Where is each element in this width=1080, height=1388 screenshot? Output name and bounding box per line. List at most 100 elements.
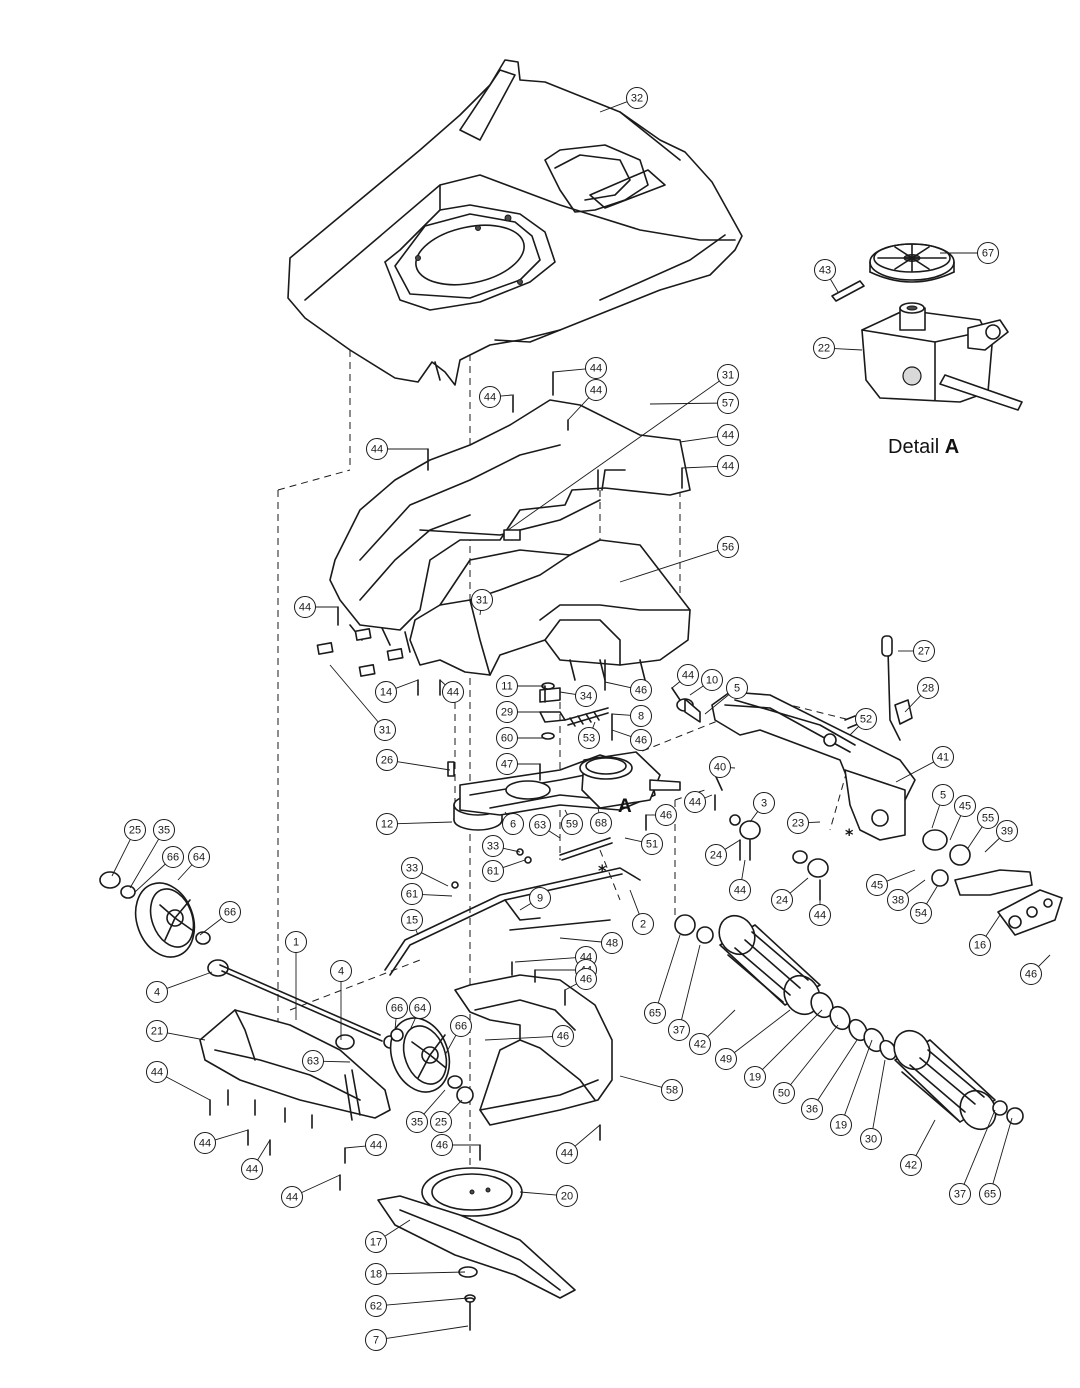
part-number: 25 xyxy=(129,825,141,837)
callout-leader xyxy=(444,1034,457,1056)
part-callout-44: 44 xyxy=(585,379,607,401)
callout-leader xyxy=(629,889,640,915)
part-callout-38: 38 xyxy=(887,889,909,911)
part-callout-54: 54 xyxy=(910,902,932,924)
part-callout-46: 46 xyxy=(630,679,652,701)
part-number: 46 xyxy=(557,1031,569,1043)
callout-leader xyxy=(111,839,131,877)
callout-leader xyxy=(985,914,1001,937)
callout-leader xyxy=(611,729,632,738)
part-callout-55: 55 xyxy=(977,807,999,829)
callout-leader xyxy=(872,1059,886,1129)
callout-leader xyxy=(409,1017,417,1031)
part-number: 23 xyxy=(792,818,804,830)
part-callout-44: 44 xyxy=(729,879,751,901)
callout-leader xyxy=(931,804,941,829)
callout-leader xyxy=(681,944,701,1020)
callout-leader xyxy=(707,1009,736,1038)
part-number: 49 xyxy=(720,1054,732,1066)
fasteners xyxy=(209,371,821,1191)
part-callout-42: 42 xyxy=(900,1154,922,1176)
callout-leader xyxy=(384,1219,411,1237)
part-callout-44: 44 xyxy=(684,791,706,813)
part-number: 44 xyxy=(286,1192,298,1204)
part-number: 54 xyxy=(915,908,927,920)
part-callout-26: 26 xyxy=(376,749,398,771)
callout-leader xyxy=(421,872,449,887)
callout-leader xyxy=(329,664,379,723)
part-callout-3: 3 xyxy=(753,792,775,814)
part-number: 64 xyxy=(193,852,205,864)
part-number: 12 xyxy=(381,819,393,831)
chute-shroud xyxy=(316,399,691,677)
part-number: 27 xyxy=(918,646,930,658)
callout-leader xyxy=(741,859,746,880)
callout-leader xyxy=(386,1271,466,1275)
part-number: 46 xyxy=(1025,969,1037,981)
part-number: 39 xyxy=(1001,826,1013,838)
callout-leader xyxy=(657,934,681,1004)
part-number: 66 xyxy=(167,852,179,864)
part-callout-41: 41 xyxy=(932,746,954,768)
callout-leader xyxy=(624,837,642,843)
callout-leader xyxy=(984,837,1000,853)
part-number: 56 xyxy=(722,542,734,554)
top-cover xyxy=(287,59,743,386)
callout-leader xyxy=(963,1109,996,1185)
height-linkage xyxy=(384,837,641,976)
part-callout-40: 40 xyxy=(709,756,731,778)
callout-leader xyxy=(134,863,166,893)
part-number: 66 xyxy=(391,1003,403,1015)
part-number: 6 xyxy=(510,819,516,831)
part-number: 20 xyxy=(561,1191,573,1203)
part-callout-53: 53 xyxy=(578,727,600,749)
part-number: 44 xyxy=(734,885,746,897)
callout-leader xyxy=(423,1089,446,1115)
part-number: 43 xyxy=(819,265,831,277)
callout-leader xyxy=(992,1117,1013,1185)
callout-leader xyxy=(704,794,713,799)
part-number: 44 xyxy=(689,797,701,809)
callout-leader xyxy=(734,1009,791,1053)
part-number: 60 xyxy=(501,733,513,745)
part-number: 48 xyxy=(606,938,618,950)
detail-label: Detail xyxy=(888,436,940,458)
part-number: 37 xyxy=(673,1025,685,1037)
callout-leader xyxy=(323,1060,351,1063)
part-number: 31 xyxy=(379,725,391,737)
part-callout-49: 49 xyxy=(715,1048,737,1070)
part-number: 19 xyxy=(835,1120,847,1132)
part-number: 46 xyxy=(436,1140,448,1152)
part-number: 26 xyxy=(381,755,393,767)
part-number: 9 xyxy=(537,893,543,905)
gearbox-marker: A xyxy=(618,796,632,817)
asterisk-marker-right: * xyxy=(845,825,854,844)
part-callout-29: 29 xyxy=(496,701,518,723)
part-number: 29 xyxy=(501,707,513,719)
part-number: 44 xyxy=(246,1164,258,1176)
callout-leader xyxy=(447,1099,463,1115)
part-callout-5: 5 xyxy=(726,677,748,699)
part-number: 33 xyxy=(487,841,499,853)
callout-leader xyxy=(926,884,939,905)
part-callout-36: 36 xyxy=(801,1098,823,1120)
part-number: 4 xyxy=(154,987,160,999)
part-number: 59 xyxy=(566,819,578,831)
part-callout-44: 44 xyxy=(146,1061,168,1083)
callout-leader xyxy=(724,839,741,850)
part-number: 66 xyxy=(455,1021,467,1033)
part-callout-45: 45 xyxy=(866,874,888,896)
callout-leader xyxy=(559,937,602,943)
callout-leader xyxy=(599,101,628,113)
callout-leader xyxy=(829,278,839,293)
part-callout-46: 46 xyxy=(575,968,597,990)
callout-leader xyxy=(604,681,631,689)
rear-frame xyxy=(711,635,916,841)
part-number: 65 xyxy=(649,1008,661,1020)
part-callout-59: 59 xyxy=(561,813,583,835)
part-callout-24: 24 xyxy=(705,844,727,866)
callout-leader xyxy=(895,761,934,783)
part-number: 64 xyxy=(414,1003,426,1015)
part-number: 38 xyxy=(892,895,904,907)
